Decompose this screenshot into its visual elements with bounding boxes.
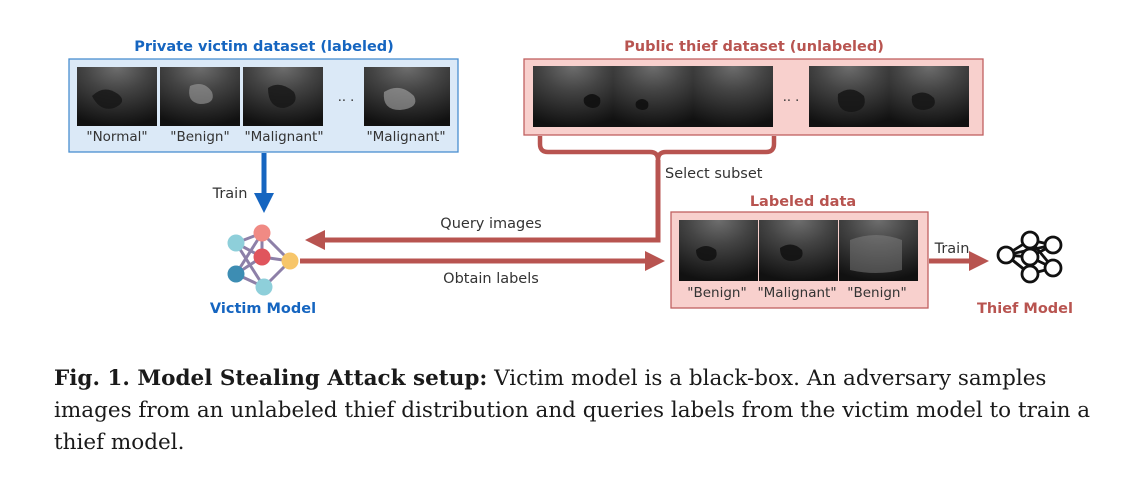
ultrasound-image	[613, 66, 693, 127]
ultrasound-image	[693, 66, 773, 127]
image-label: "Benign"	[847, 285, 906, 301]
query-images-label: Query images	[440, 216, 541, 232]
train-victim-label: Train	[212, 186, 248, 202]
public-dataset-images	[533, 66, 969, 127]
private-dataset-title: Private victim dataset (labeled)	[134, 39, 394, 55]
caption-text: Victim model is a black-box. An adversar…	[54, 366, 1091, 455]
image-label: "Malignant"	[244, 129, 323, 145]
ellipsis-text: ·· ·	[338, 94, 355, 109]
image-label: "Malignant"	[366, 129, 445, 145]
victim-model-label: Victim Model	[210, 301, 316, 317]
query-images-arrow	[305, 160, 661, 250]
figure-diagram: Private victim dataset (labeled) ·· · "N…	[68, 39, 1073, 317]
thief-model-label: Thief Model	[977, 301, 1073, 317]
image-label: "Normal"	[86, 129, 147, 145]
image-label: "Benign"	[170, 129, 229, 145]
private-dataset-images	[77, 67, 450, 126]
ultrasound-image	[679, 220, 758, 281]
ellipsis-text: ·· ·	[783, 94, 800, 109]
train-thief-label: Train	[934, 241, 970, 257]
ultrasound-image	[533, 66, 613, 127]
labeled-data-images	[679, 220, 918, 281]
image-label: "Malignant"	[757, 285, 836, 301]
caption-lead: Fig. 1. Model Stealing Attack setup:	[54, 366, 488, 391]
labeled-data-title: Labeled data	[750, 194, 856, 210]
figure-caption: Fig. 1. Model Stealing Attack setup: Vic…	[54, 363, 1094, 459]
select-subset-bracket	[537, 136, 777, 161]
ultrasound-image	[839, 220, 918, 281]
select-subset-label: Select subset	[665, 166, 763, 182]
obtain-labels-label: Obtain labels	[443, 271, 539, 287]
image-label: "Benign"	[687, 285, 746, 301]
public-dataset-title: Public thief dataset (unlabeled)	[624, 39, 884, 55]
victim-model-icon	[227, 224, 299, 296]
thief-model-icon	[996, 230, 1063, 284]
